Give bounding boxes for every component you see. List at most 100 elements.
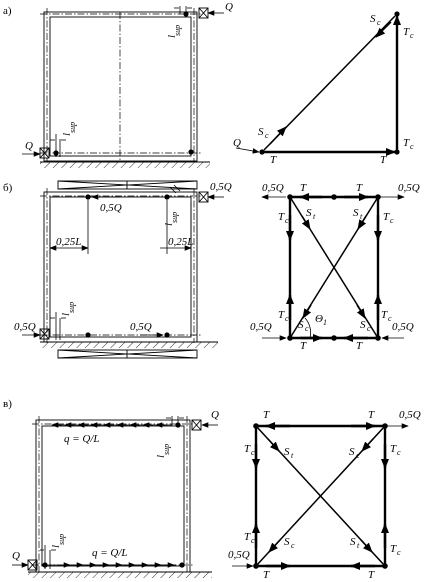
panel-a-poly-sc-high-sub: c (377, 18, 381, 27)
panel-c-poly-t-br: T (368, 569, 375, 581)
panel-c-lsup-bottom: l (50, 545, 62, 548)
panel-a-poly-sc-low-sub: c (265, 131, 269, 140)
panel-c-poly-tc-br: T (390, 543, 397, 555)
panel-b-poly-tc-br: T (381, 309, 388, 321)
panel-b-poly-load-tr: 0,5Q (398, 182, 420, 194)
panel-a-lsup-bottom-sub: sup (68, 122, 77, 133)
panel-c-poly-st-left-sub: t (291, 451, 294, 460)
panel-b-lsup-top: l (163, 223, 175, 226)
panel-a-poly-q: Q (233, 137, 241, 149)
panel-b-poly-tc-tl-sub: c (285, 216, 289, 225)
panel-b-dim-lsup-bottom: l sup (50, 302, 76, 340)
panel-a-load-q-right: Q (225, 1, 233, 13)
panel-b-poly-tc-bl-sub: c (285, 314, 289, 323)
panel-b-poly-st-right: S (353, 207, 359, 219)
panel-b-force-polygon: 0,5Q 0,5Q 0,5Q 0,5Q T T T T T c T c T c … (250, 182, 420, 352)
panel-c-poly-tc-bl: T (244, 531, 251, 543)
panel-a-poly-tc-top-sub: c (410, 31, 414, 40)
panel-c-poly-tc-br-sub: c (397, 548, 401, 557)
panel-c-poly-load-tr: 0,5Q (399, 409, 421, 421)
panel-c-load-top: q = Q/L (64, 433, 100, 445)
panel-a-loads: Q Q (22, 1, 233, 157)
panel-b-dim-quarter-right: 0,25L (160, 200, 193, 254)
panel-b-poly-theta-sub: 1 (323, 318, 327, 327)
panel-b-dim-quarter-left: 0,25L (49, 200, 89, 254)
panel-a-dimension-bottom: l sup (50, 122, 77, 157)
panel-a-lsup-top: l (166, 35, 178, 38)
panel-c-poly-st-right-sub: t (357, 541, 360, 550)
panel-c-dim-lsup-bottom: l sup (40, 534, 66, 569)
panel-a-poly-tc-top: T (403, 26, 410, 38)
panel-b-lsup-bottom-sub: sup (67, 302, 76, 313)
panel-b-poly-sc-right-sub: c (367, 324, 371, 333)
panel-b-poly-tc-tr-sub: c (390, 216, 394, 225)
panel-b: б) (3, 180, 420, 359)
panel-c-ground (28, 571, 212, 578)
panel-a-dimension-top: l sup (166, 6, 192, 38)
panel-c-poly-t-tl: T (263, 409, 270, 421)
panel-a-poly-t-left: T (270, 154, 277, 166)
panel-b-poly-load-tl: 0,5Q (262, 182, 284, 194)
panel-c-lsup-top-sub: sup (162, 444, 171, 455)
panel-b-poly-load-br: 0,5Q (392, 321, 414, 333)
panel-c-poly-tc-tl-sub: c (251, 448, 255, 457)
panel-b-poly-tc-bl: T (278, 309, 285, 321)
panel-c-poly-sc-left: S (284, 536, 290, 548)
panel-b-ground (40, 341, 218, 348)
panel-c-poly-tc-tr: T (390, 443, 397, 455)
panel-c-dim-lsup-top: l sup (155, 416, 184, 458)
panel-b-poly-st-left: S (306, 207, 312, 219)
panel-c-distributed-bottom: q = Q/L (50, 547, 176, 568)
panel-c-label: в) (3, 398, 12, 410)
panel-c-load-q-right: Q (211, 409, 219, 421)
panel-b-dim-lsup-top: l sup (163, 184, 181, 226)
panel-b-label: б) (3, 182, 13, 194)
panel-b-poly-sc-right: S (360, 319, 366, 331)
panel-a-frame (40, 8, 201, 162)
panel-c-poly-load-bl: 0,5Q (228, 549, 250, 561)
panel-b-poly-sc-left-sub: c (305, 324, 309, 333)
panel-c-load-bottom: q = Q/L (92, 547, 128, 559)
panel-b-load-left: 0,5Q (14, 321, 36, 333)
panel-b-poly-t-tr: T (356, 182, 363, 194)
panel-b-poly-st-right-sub: t (360, 212, 363, 221)
panel-b-beams (57, 180, 198, 359)
panel-a-poly-tc-bot: T (403, 137, 410, 149)
panel-a-poly-tc-bot-sub: c (410, 142, 414, 151)
panel-b-loads: 0,5Q 0,5Q 0,5Q 0,5Q (14, 181, 232, 338)
panel-c-lsup-top: l (155, 455, 167, 458)
panel-c-supports (27, 419, 202, 571)
panel-a-ground (40, 161, 210, 168)
panel-b-poly-t-br: T (356, 340, 363, 352)
panel-b-lsup-bottom: l (60, 313, 72, 316)
panel-c-poly-tc-tl: T (244, 443, 251, 455)
panel-c-loads: Q Q (12, 409, 219, 568)
panel-c-force-polygon: 0,5Q 0,5Q T T T T T c T c T c T c S t S … (228, 409, 421, 581)
panel-b-poly-tc-br-sub: c (388, 314, 392, 323)
panel-b-poly-st-left-sub: t (313, 212, 316, 221)
panel-b-poly-tc-tl: T (278, 211, 285, 223)
panel-b-lsup-top-sub: sup (170, 212, 179, 223)
panel-b-poly-t-tl: T (300, 182, 307, 194)
panel-b-poly-theta: Θ (315, 313, 323, 325)
panel-b-poly-sc-left: S (298, 319, 304, 331)
panel-a-poly-t-right: T (380, 154, 387, 166)
panel-c-poly-t-bl: T (263, 569, 270, 581)
panel-c: в) (3, 398, 421, 581)
panel-b-poly-tc-tr: T (383, 211, 390, 223)
panel-c-poly-st-left: S (284, 446, 290, 458)
panel-b-load-bottom-mid: 0,5Q (130, 321, 152, 333)
panel-a-lsup-bottom: l (61, 133, 73, 136)
panel-c-poly-st-right: S (350, 536, 356, 548)
panel-b-bolts (85, 194, 170, 338)
panel-b-quarter-left: 0,25L (56, 236, 81, 248)
panel-c-lsup-bottom-sub: sup (57, 534, 66, 545)
panel-c-poly-sc-right: S (349, 446, 355, 458)
panel-b-quarter-right: 0,25L (168, 236, 193, 248)
panel-b-load-top-mid: 0,5Q (100, 202, 122, 214)
panel-a: а) Q (3, 1, 414, 168)
panel-a-poly-sc-low: S (258, 126, 264, 138)
panel-a-force-polygon: Q T T T c T c S c S c (233, 11, 414, 166)
panel-b-poly-load-bl: 0,5Q (250, 321, 272, 333)
